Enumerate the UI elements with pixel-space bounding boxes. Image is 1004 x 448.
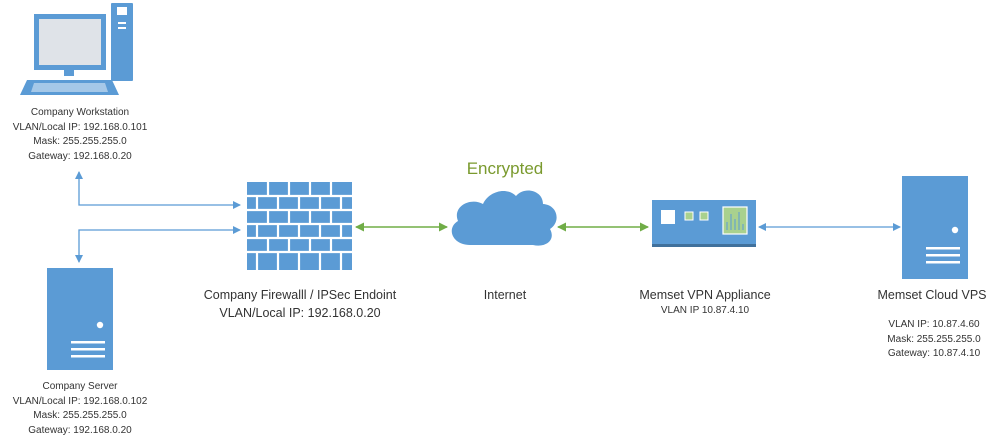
firewall-label: Company Firewalll / IPSec Endoint VLAN/L… (180, 286, 420, 322)
workstation-name: Company Workstation (30, 107, 130, 118)
server-label: Company Server VLAN/Local IP: 192.168.0.… (0, 380, 160, 438)
vps-gateway: Gateway: 10.87.4.10 (887, 348, 981, 359)
vps-name: Memset Cloud VPS (877, 288, 987, 302)
vpn-label: Memset VPN Appliance VLAN IP 10.87.4.10 (605, 286, 805, 319)
server-name: Company Server (42, 381, 118, 392)
vpn-name: Memset VPN Appliance (639, 288, 771, 302)
server-tower-icon (902, 176, 968, 279)
server-gateway: Gateway: 192.168.0.20 (28, 424, 132, 436)
connector-server-firewall (75, 226, 241, 263)
firewall-name: Company Firewalll / IPSec Endoint (203, 288, 397, 302)
vps-details: VLAN IP: 10.87.4.60 Mask: 255.255.255.0 … (864, 318, 1004, 362)
workstation-label: Company Workstation VLAN/Local IP: 192.1… (0, 106, 160, 164)
vps-ip: VLAN IP: 10.87.4.60 (888, 319, 980, 330)
cloud-icon (451, 190, 557, 246)
connector-workstation-firewall (75, 171, 241, 209)
internet-label: Internet (483, 288, 527, 302)
workstation-gateway: Gateway: 192.168.0.20 (28, 150, 132, 162)
firewall-ip: VLAN/Local IP: 192.168.0.20 (219, 306, 381, 321)
vpn-appliance-icon (652, 200, 756, 247)
server-mask: Mask: 255.255.255.0 (33, 410, 127, 421)
encrypted-label: Encrypted (466, 159, 544, 178)
server-tower-icon (47, 268, 113, 370)
workstation-ip: VLAN/Local IP: 192.168.0.101 (12, 121, 148, 133)
vps-mask: Mask: 255.255.255.0 (887, 333, 981, 345)
vpn-ip: VLAN IP 10.87.4.10 (660, 305, 750, 317)
firewall-brick-icon (247, 182, 352, 270)
server-ip: VLAN/Local IP: 192.168.0.102 (12, 395, 148, 407)
desktop-computer-icon (20, 3, 133, 95)
workstation-mask: Mask: 255.255.255.0 (33, 136, 127, 147)
